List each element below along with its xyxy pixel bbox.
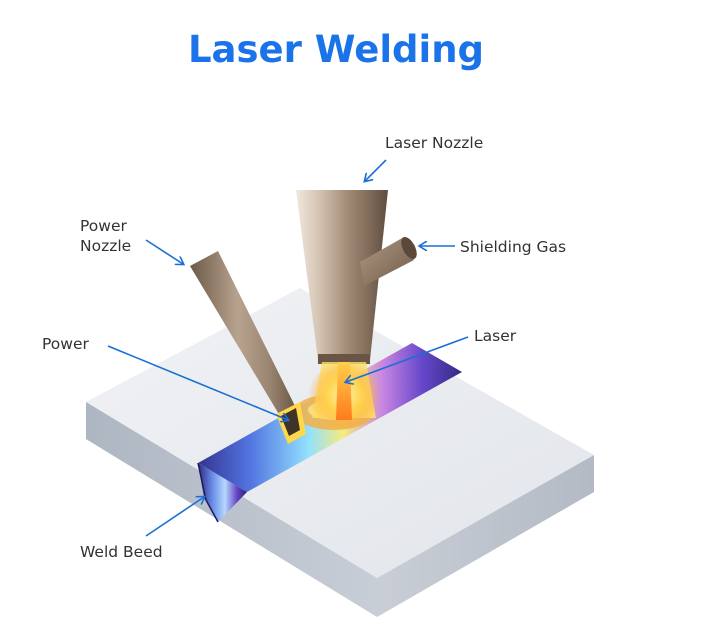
laser-nozzle-tip — [318, 354, 370, 364]
power-nozzle-body — [190, 251, 296, 416]
label-weld-bead: Weld Beed — [80, 543, 163, 561]
laser-beam-core — [336, 362, 352, 420]
label-power-nozzle-line2: Nozzle — [80, 237, 131, 255]
plate-left-face — [86, 402, 377, 617]
shielding-gas-tube — [360, 237, 414, 286]
label-shielding-gas: Shielding Gas — [460, 238, 566, 256]
laser-beam — [308, 361, 380, 429]
arrow-power-nozzle — [145, 239, 183, 264]
arrow-laser-nozzle — [365, 159, 387, 181]
shielding-gas-nozzle — [360, 237, 417, 286]
arrow-weld-bead — [145, 497, 204, 537]
laser-nozzle — [296, 190, 388, 364]
laser-nozzle-body — [296, 190, 388, 360]
label-laser-nozzle: Laser Nozzle — [385, 134, 483, 152]
arrow-power — [107, 345, 288, 420]
plate-right-face — [377, 455, 594, 617]
label-laser: Laser — [474, 327, 517, 345]
page-title: Laser Welding — [188, 28, 484, 71]
arrow-laser — [346, 336, 469, 382]
label-power: Power — [42, 335, 89, 353]
shielding-gas-opening — [401, 237, 417, 259]
label-power-nozzle-line1: Power — [80, 217, 127, 235]
callout-arrows — [107, 159, 469, 537]
